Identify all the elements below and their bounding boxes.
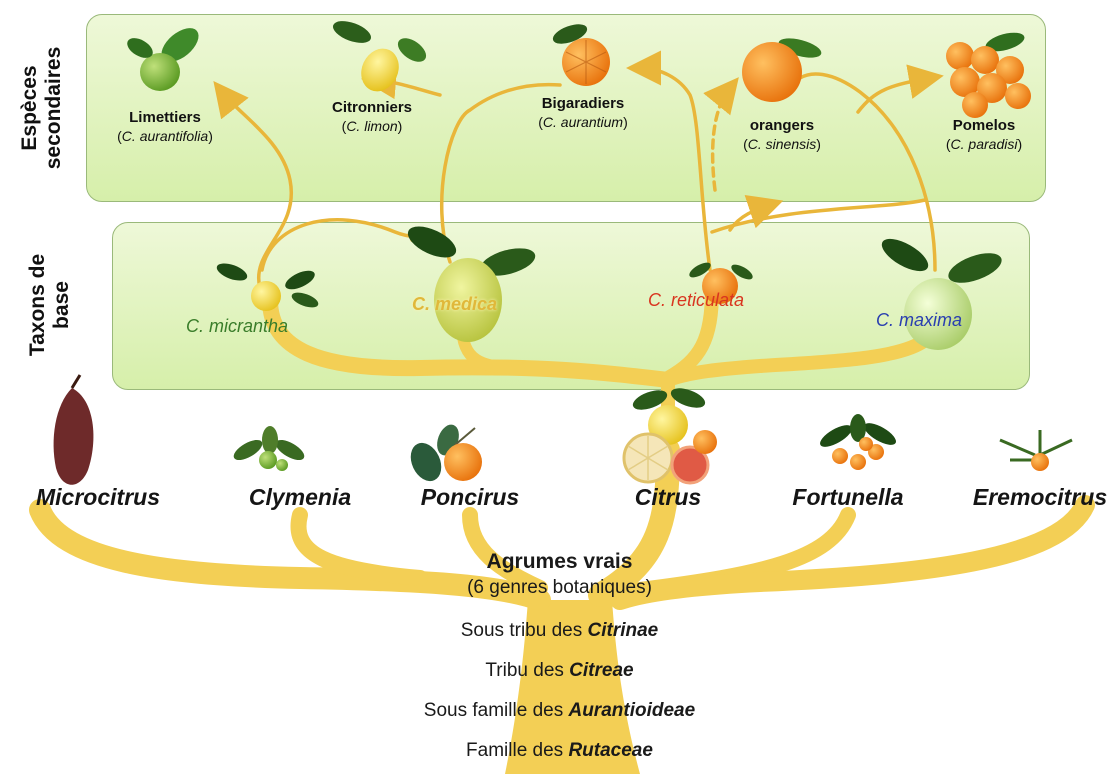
species-name: Limettiers xyxy=(117,108,213,127)
pomelo-fruit-image xyxy=(946,29,1031,118)
trunk-title: Agrumes vrais xyxy=(0,550,1119,574)
base-taxa-branches xyxy=(270,290,925,380)
maxima-fruit-image xyxy=(877,232,1005,350)
limettier-fruit-image xyxy=(124,22,205,91)
clymenia-fruit-image xyxy=(231,426,308,471)
medica-fruit-image xyxy=(403,220,538,342)
species-citronniers: Citronniers (C. limon) xyxy=(332,98,412,136)
fortunella-fruit-image xyxy=(817,414,899,470)
genus-microcitrus: Microcitrus xyxy=(36,484,160,511)
classification-level-tribe: Tribu des Citreae xyxy=(0,660,1119,682)
classification-level-subtribe: Sous tribu des Citrinae xyxy=(0,620,1119,642)
genus-poncirus: Poncirus xyxy=(421,484,519,511)
species-scientific-name: (C. paradisi) xyxy=(946,135,1022,154)
taxon-medica: C. medica xyxy=(412,294,497,315)
genus-citrus: Citrus xyxy=(635,484,701,511)
species-name: Bigaradiers xyxy=(538,94,628,113)
citronnier-fruit-image xyxy=(330,17,430,98)
species-limettiers: Limettiers (C. aurantifolia) xyxy=(117,108,213,146)
classification-level-subfamily: Sous famille des Aurantioideae xyxy=(0,700,1119,722)
base-taxa-label: Taxons de base xyxy=(26,254,74,356)
poncirus-fruit-image xyxy=(405,422,482,486)
species-name: Citronniers xyxy=(332,98,412,117)
species-scientific-name: (C. aurantifolia) xyxy=(117,127,213,146)
species-pomelos: Pomelos (C. paradisi) xyxy=(946,116,1022,154)
species-bigaradiers: Bigaradiers (C. aurantium) xyxy=(538,94,628,132)
species-name: orangers xyxy=(743,116,821,135)
trunk-subtitle: (6 genres botaniques) xyxy=(0,577,1119,599)
taxon-maxima: C. maxima xyxy=(876,310,962,331)
species-scientific-name: (C. aurantium) xyxy=(538,113,628,132)
taxon-reticulata: C. reticulata xyxy=(648,290,744,311)
bigaradier-fruit-image xyxy=(550,20,610,86)
oranger-fruit-image xyxy=(742,35,823,102)
species-scientific-name: (C. sinensis) xyxy=(743,135,821,154)
eremocitrus-fruit-image xyxy=(1000,430,1072,471)
genus-fortunella: Fortunella xyxy=(792,484,903,511)
secondary-species-label: Espèces secondaires xyxy=(18,47,66,170)
microcitrus-fruit-image xyxy=(54,375,94,485)
genus-clymenia: Clymenia xyxy=(249,484,351,511)
genus-eremocitrus: Eremocitrus xyxy=(973,484,1107,511)
species-name: Pomelos xyxy=(946,116,1022,135)
micrantha-fruit-image xyxy=(215,260,321,311)
species-scientific-name: (C. limon) xyxy=(332,117,412,136)
classification-level-family: Famille des Rutaceae xyxy=(0,740,1119,762)
species-orangers: orangers (C. sinensis) xyxy=(743,116,821,154)
taxon-micrantha: C. micrantha xyxy=(186,316,288,337)
